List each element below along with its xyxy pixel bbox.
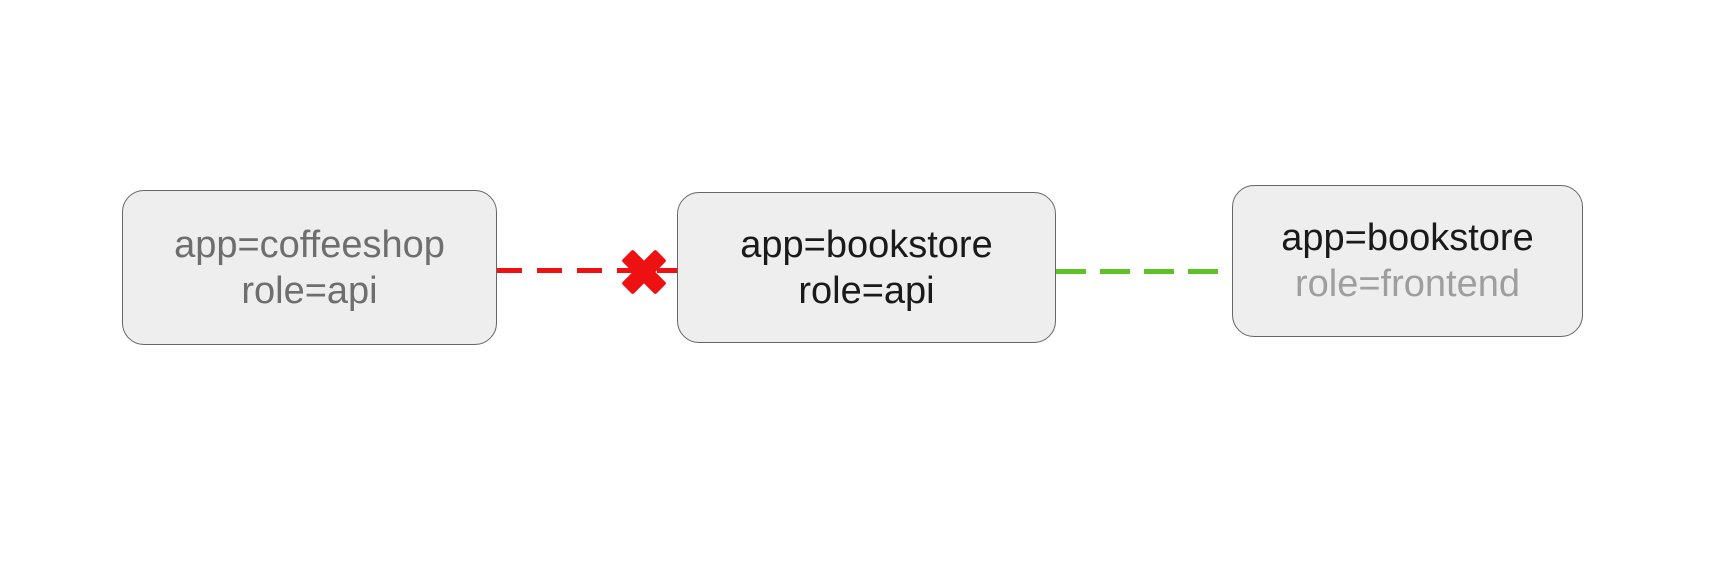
node-coffeeshop-api: app=coffeeshop role=api: [122, 190, 497, 345]
node-label-line2: role=api: [241, 269, 378, 312]
node-label-line1: app=bookstore: [740, 223, 993, 266]
node-label-line1: app=coffeeshop: [174, 223, 445, 266]
node-label-line2: role=frontend: [1295, 263, 1520, 305]
node-label-line2: role=api: [798, 269, 935, 312]
node-bookstore-frontend: app=bookstore role=frontend: [1232, 185, 1583, 337]
blocked-x-icon: [620, 248, 668, 296]
edge-allowed-dashed-line: [1056, 269, 1232, 274]
node-label-line1: app=bookstore: [1281, 217, 1534, 259]
edge-blocked-dashed-line: [497, 268, 677, 273]
node-bookstore-api: app=bookstore role=api: [677, 192, 1056, 343]
